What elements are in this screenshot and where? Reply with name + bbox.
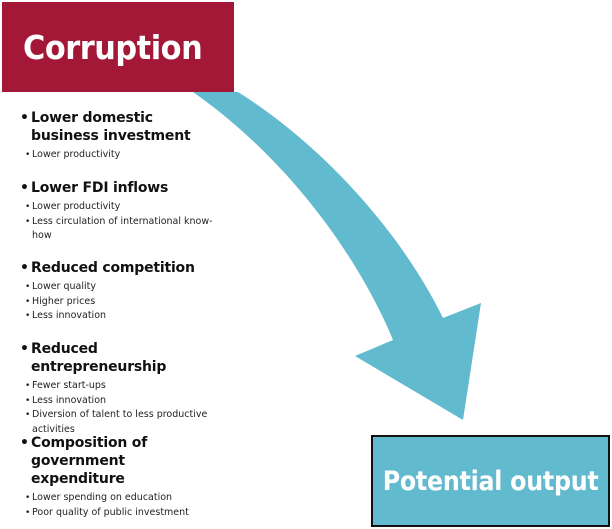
factor-heading: Lower domestic business investment [18,109,218,145]
factor-heading: Reduced entrepreneurship [18,340,218,376]
factor-domestic-investment: Lower domestic business investment Lower… [18,109,218,163]
sub-item: Lower productivity [18,200,218,215]
factor-heading: Lower FDI inflows [18,179,218,197]
sub-item: Lower productivity [18,148,218,163]
factor-government-expenditure: Composition of government expenditure Lo… [18,434,218,520]
sub-list: Lower spending on education Poor quality… [18,491,218,520]
factor-reduced-competition: Reduced competition Lower quality Higher… [18,259,218,324]
sub-item: Less innovation [18,394,218,409]
sub-item: Poor quality of public investment [18,506,218,521]
sub-list: Lower productivity Less circulation of i… [18,200,218,244]
sub-item: Diversion of talent to less productive a… [18,408,212,437]
sub-item: Lower quality [18,280,218,295]
sub-item: Lower spending on education [18,491,218,506]
sub-item: Higher prices [18,295,218,310]
factor-fdi-inflows: Lower FDI inflows Lower productivity Les… [18,179,218,244]
factor-reduced-entrepreneurship: Reduced entrepreneurship Fewer start-ups… [18,340,218,438]
sub-list: Lower productivity [18,148,218,163]
factor-heading: Composition of government expenditure [18,434,218,488]
sub-list: Fewer start-ups Less innovation Diversio… [18,379,218,438]
sub-item: Less circulation of international know-h… [18,215,222,244]
factor-heading: Reduced competition [18,259,218,277]
corruption-label: Corruption [23,27,203,67]
sub-item: Less innovation [18,309,218,324]
sub-list: Lower quality Higher prices Less innovat… [18,280,218,324]
potential-output-box: Potential output [371,435,610,527]
corruption-box: Corruption [2,2,234,92]
potential-output-label: Potential output [382,465,599,497]
sub-item: Fewer start-ups [18,379,218,394]
